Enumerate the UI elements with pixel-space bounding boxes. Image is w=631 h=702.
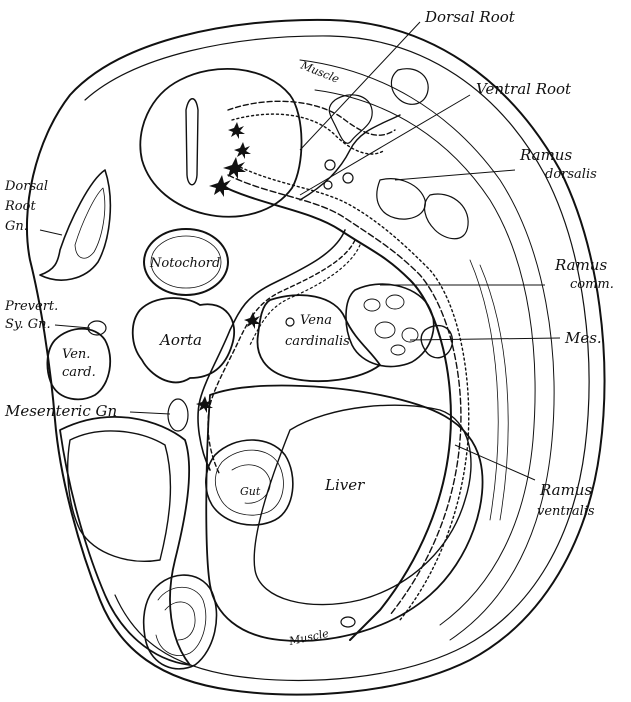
label-ramus-dorsalis-2: dorsalis [545, 167, 597, 182]
label-dorsal-root-gn-1: Dorsal [4, 179, 48, 194]
leader-mes [410, 338, 560, 340]
lower-gut-loop [144, 575, 217, 669]
dorsal-root-ganglion [40, 170, 110, 280]
label-gut: Gut [240, 485, 261, 498]
coelom [60, 386, 483, 665]
leader-ramus-ventralis [455, 445, 535, 480]
liver-shape [68, 405, 471, 604]
mesenteric-ganglion [168, 399, 188, 431]
label-prevert-1: Prevert. [4, 299, 58, 314]
label-ramus-comm-2: comm. [570, 277, 614, 292]
label-aorta: Aorta [158, 331, 202, 349]
label-dorsal-root: Dorsal Root [424, 8, 516, 26]
label-liver: Liver [324, 476, 365, 494]
label-muscle-bottom: Muscle [287, 627, 330, 648]
label-vena-cardinalis-1: Vena [300, 313, 332, 328]
label-ramus-ventralis-1: Ramus [539, 481, 592, 499]
leader-mesenteric-gn [130, 412, 170, 414]
leader-dorsal-root-gn [40, 230, 62, 235]
label-dorsal-root-gn-2: Root [4, 199, 36, 214]
label-mes: Mes. [564, 329, 602, 347]
label-ventral-root: Ventral Root [476, 80, 572, 98]
label-ven-card-2: card. [62, 365, 96, 380]
leader-ramus-dorsalis [395, 170, 515, 180]
label-prevert-2: Sy. Gn. [5, 317, 51, 332]
label-ramus-comm-1: Ramus [554, 256, 607, 274]
leader-dorsal-root [300, 22, 420, 150]
label-vena-cardinalis-2: cardinalis [285, 334, 350, 349]
label-ven-card-1: Ven. [62, 347, 90, 362]
label-mesenteric-gn: Mesenteric Gn [4, 402, 117, 420]
nerve-fibres [196, 101, 469, 640]
muscle-band [300, 60, 554, 640]
label-notochord: Notochord [149, 256, 220, 271]
label-ramus-ventralis-2: ventralis [537, 504, 595, 519]
label-dorsal-root-gn-3: Gn. [5, 219, 28, 234]
leader-prevert [55, 325, 90, 328]
label-muscle-top: Muscle [298, 58, 342, 86]
label-ramus-dorsalis-1: Ramus [519, 146, 572, 164]
body-outline [27, 20, 604, 695]
gut-shape [206, 440, 293, 525]
spinal-cord [140, 69, 301, 217]
